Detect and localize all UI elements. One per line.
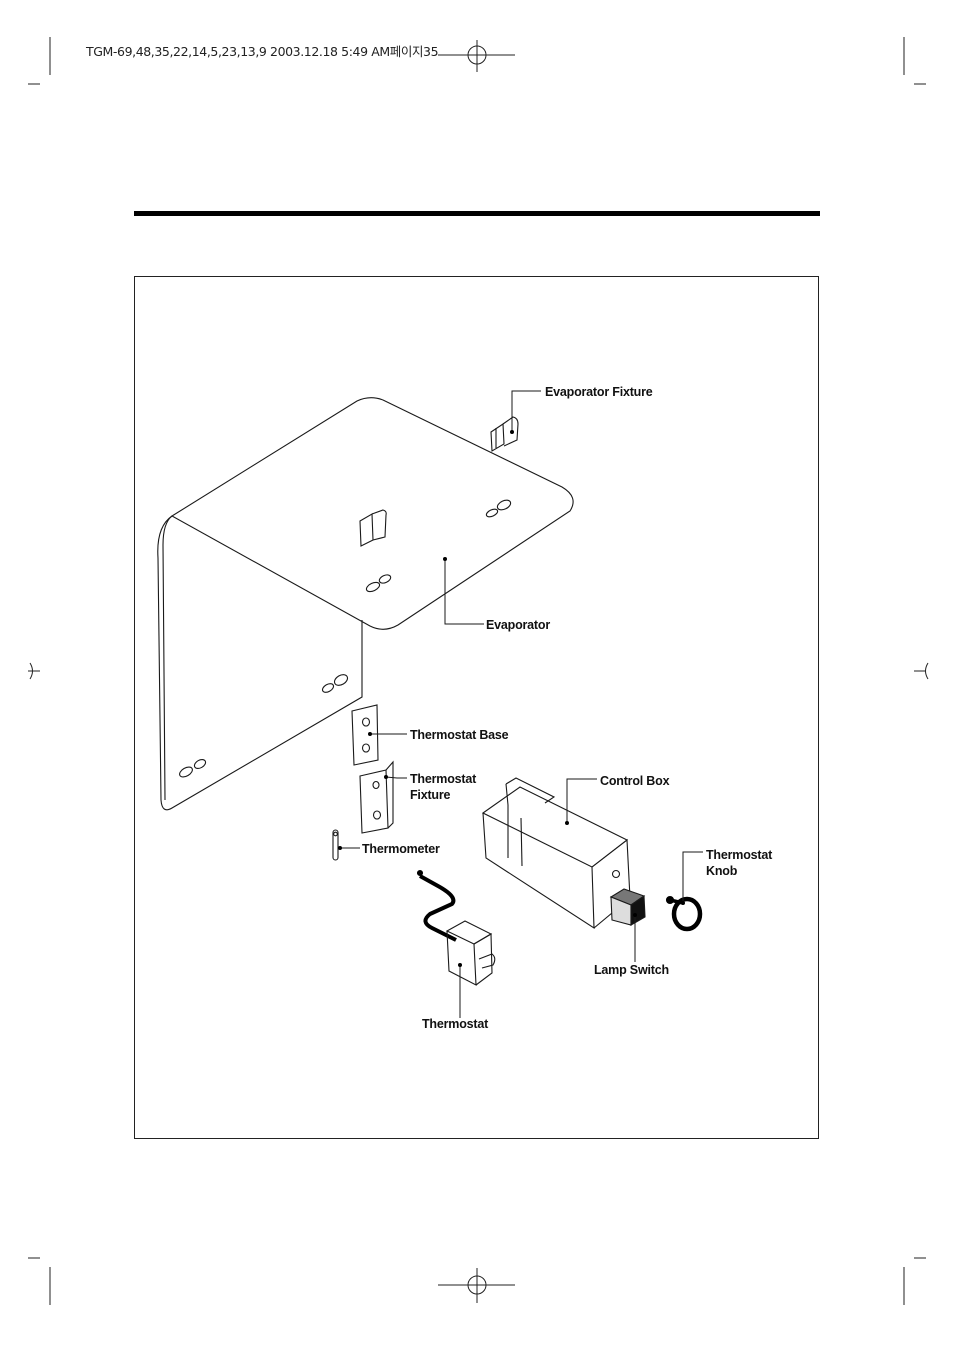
thermostat-part	[418, 871, 495, 986]
leader-lines	[340, 391, 703, 1018]
label-evaporator-fixture: Evaporator Fixture	[545, 385, 653, 399]
label-control-box: Control Box	[600, 774, 670, 788]
thermometer-part	[333, 830, 338, 860]
thermostat-fixture-part	[360, 762, 393, 833]
label-evaporator: Evaporator	[486, 618, 550, 632]
label-thermostat: Thermostat	[422, 1017, 489, 1031]
thermostat-base-part	[352, 705, 378, 765]
label-thermostat-fixture-line1: Thermostat	[410, 772, 477, 786]
label-thermostat-base: Thermostat Base	[410, 728, 509, 742]
label-lamp-switch: Lamp Switch	[594, 963, 669, 977]
lamp-switch-part	[611, 889, 645, 925]
label-thermostat-knob-line1: Thermostat	[706, 848, 773, 862]
evaporator-part	[158, 398, 573, 810]
label-thermostat-knob-line2: Knob	[706, 864, 738, 878]
label-thermostat-fixture-line2: Fixture	[410, 788, 451, 802]
control-box-part	[483, 778, 630, 928]
label-thermometer: Thermometer	[362, 842, 440, 856]
evaporator-fixture-part	[491, 417, 518, 451]
